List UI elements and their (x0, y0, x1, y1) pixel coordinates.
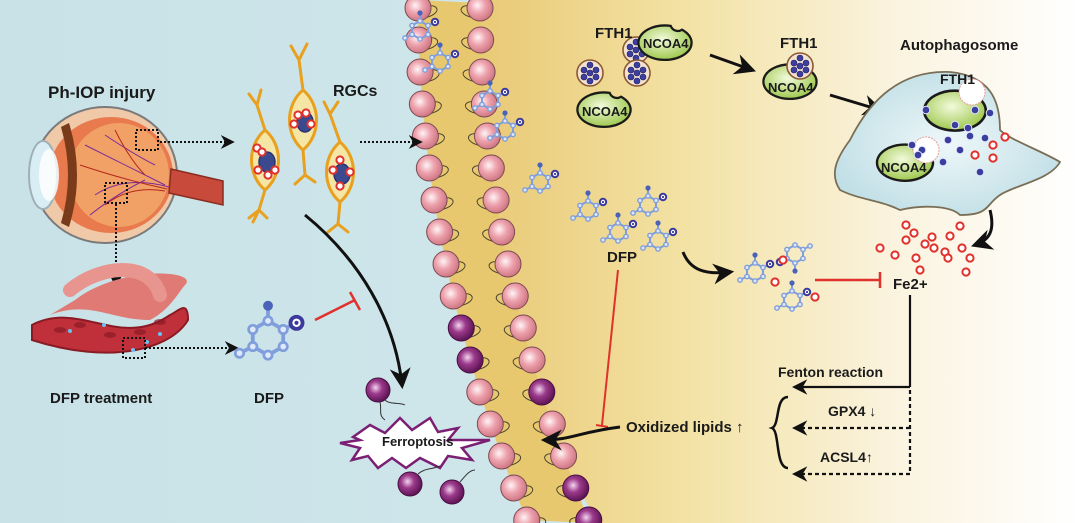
fth1-bound (786, 52, 814, 80)
label-ferroptosis: Ferroptosis (382, 434, 454, 449)
lipid-head (408, 90, 436, 118)
label-fth1-c: FTH1 (940, 71, 975, 87)
lipid-head (476, 410, 504, 438)
lipid-head (477, 154, 505, 182)
lipid-head (482, 186, 510, 214)
lipid-head (411, 122, 439, 150)
lipid-head (466, 378, 494, 406)
lipid-head (500, 474, 528, 502)
lipid-head (404, 0, 432, 22)
eye-illustration (28, 106, 224, 244)
lipid-head (415, 154, 443, 182)
lipid-head (439, 282, 467, 310)
lipid-head (513, 506, 541, 523)
oxidized-lipid-head (562, 474, 590, 502)
label-dfp-cell: DFP (607, 249, 637, 266)
blood-vessel-illustration (31, 263, 190, 359)
lipid-head (466, 0, 494, 22)
lipid-head (420, 186, 448, 214)
lipid-head (468, 58, 496, 86)
label-oxidized-lipids: Oxidized lipids ↑ (626, 419, 744, 436)
oxidized-lipids-released (365, 377, 476, 505)
lipid-head (467, 26, 495, 54)
label-ncoa4-b: NCOA4 (582, 104, 628, 119)
lipid-head (518, 346, 546, 374)
lipid-head (550, 442, 578, 470)
label-fenton-reaction: Fenton reaction (778, 364, 883, 380)
lipid-head (494, 250, 522, 278)
label-fe2: Fe2+ (893, 276, 928, 293)
lipid-head (426, 218, 454, 246)
arrow-rgcs-to-ferroptosis (304, 213, 411, 390)
oxidized-lipid-head (528, 378, 556, 406)
label-ph-iop-injury: Ph-IOP injury (48, 83, 156, 102)
label-dfp-treatment: DFP treatment (50, 390, 152, 407)
label-rgcs: RGCs (333, 83, 378, 100)
label-autophagosome: Autophagosome (900, 37, 1018, 54)
label-acsl4: ACSL4↑ (820, 449, 873, 465)
lipid-head (501, 282, 529, 310)
arrow-dfp-chelation (681, 251, 735, 285)
arrow-iron-release (971, 209, 995, 250)
lipid-head (538, 410, 566, 438)
label-ncoa4-d: NCOA4 (881, 160, 927, 175)
label-fth1-a: FTH1 (595, 25, 633, 42)
oxidized-lipid-head (575, 506, 603, 523)
fth1-degraded-a (958, 78, 986, 106)
label-gpx4: GPX4 ↓ (828, 403, 876, 419)
label-dfp-left: DFP (254, 390, 284, 407)
lipid-head (509, 314, 537, 342)
inhibit-line-dfp-lipids (601, 269, 619, 426)
inhibit-bar-dfp-left (348, 291, 362, 311)
label-ncoa4-a: NCOA4 (643, 36, 689, 51)
inhibit-bar-dfp-lipids (595, 424, 609, 428)
curly-brace (768, 395, 789, 470)
label-fth1-b: FTH1 (780, 35, 818, 52)
inhibit-line-dfp-left (314, 298, 356, 322)
label-ncoa4-c: NCOA4 (768, 80, 814, 95)
lipid-bilayer (404, 0, 603, 523)
oxidized-lipid-head (456, 346, 484, 374)
lipid-head (406, 58, 434, 86)
oxidized-lipid-head (447, 314, 475, 342)
ferroptosis-burst (339, 416, 491, 470)
arrow-lipids-to-ferroptosis (540, 425, 621, 451)
arrow-ncoa4-binding (709, 53, 756, 75)
lipid-head (488, 442, 516, 470)
lipid-head (488, 218, 516, 246)
lipid-head (432, 250, 460, 278)
